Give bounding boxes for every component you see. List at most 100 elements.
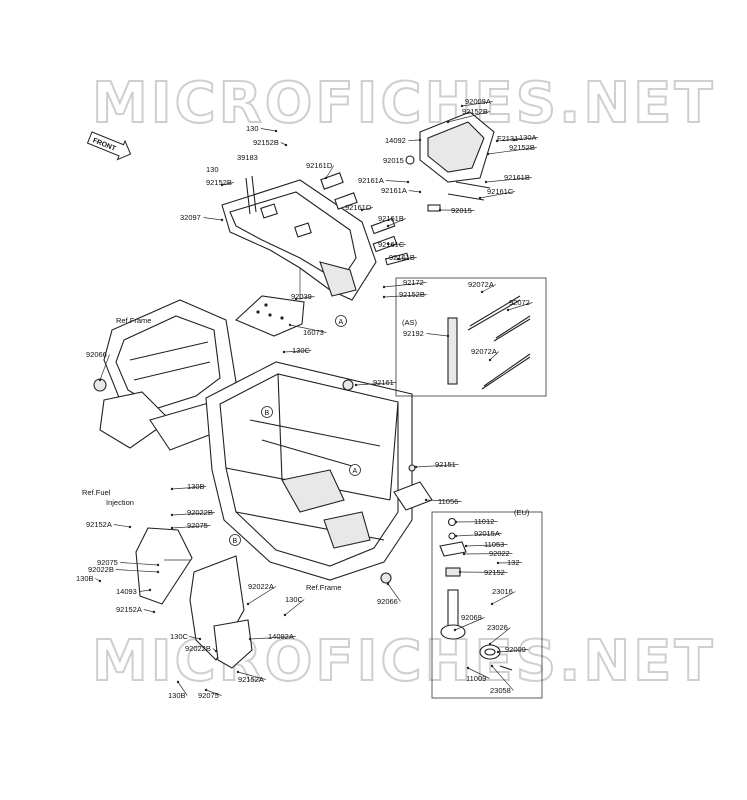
callout-16073-26: 16073: [288, 323, 327, 337]
callout-label: 92075: [97, 558, 118, 567]
callout-label: 92152A: [238, 675, 264, 684]
callout-92161d-15: 92161D: [306, 161, 335, 180]
callout-92161c-10: 92161C: [478, 187, 515, 200]
callout-92161a-8: 92161A: [381, 186, 422, 195]
callout-label: 14093: [116, 587, 137, 596]
callout-label: 92161C: [487, 187, 514, 196]
callout-label: 92072A: [471, 347, 497, 356]
rear-fender-assembly: [221, 175, 377, 301]
callout-92075-38: 92075: [170, 521, 211, 530]
callout-23058-65: 23058: [490, 664, 514, 695]
callout-label: 23026: [487, 623, 508, 632]
ref-frame-left: Ref.Frame: [116, 316, 151, 325]
callout-92172-24: 92172: [382, 278, 427, 289]
as-parts: [447, 295, 531, 390]
callout-92009a-0: 92009A: [460, 97, 493, 108]
callout-14093-43: 14093: [116, 587, 152, 596]
callout-label: 92152: [484, 568, 505, 577]
circle-ref-b-1: B: [261, 406, 273, 418]
callout-label: 92152A: [86, 520, 112, 529]
callout-92022b-37: 92022B: [170, 508, 215, 517]
callout-92069-61: 92069: [453, 613, 485, 632]
callout-label: 92015A: [474, 529, 500, 538]
callout-label: 92066: [377, 597, 398, 606]
callout-23016-60: 23016: [490, 587, 516, 606]
callout-130c-46: 130C: [283, 595, 305, 617]
callout-92152a-39: 92152A: [86, 520, 132, 529]
callout-label: 130: [246, 124, 259, 133]
callout-14092-4: 14092: [385, 136, 422, 145]
circle-ref-a-2: A: [349, 464, 361, 476]
callout-130b-36: 130B: [170, 482, 207, 491]
callout-label: 11053: [484, 540, 504, 549]
callout-92152b-5: 92152B: [486, 143, 537, 156]
callout-label: F2131: [497, 134, 518, 143]
callout-label: 92192: [403, 329, 424, 338]
callout-92152a-50: 92152A: [236, 670, 266, 684]
svg-text:A: A: [353, 468, 358, 475]
callout-label: 92022B: [187, 508, 213, 517]
callout-label: 92161: [373, 378, 394, 387]
callout-label: 92075: [198, 691, 219, 700]
callout-130c-32: 130C: [282, 346, 312, 355]
callout-label: 11056: [438, 497, 458, 506]
callout-label: 16073: [303, 328, 324, 337]
callout-14092a-48: 14092A: [248, 632, 296, 641]
callout-label: 92161B: [389, 253, 415, 262]
callout-label: 92152B: [509, 143, 535, 152]
callout-92152b-1: 92152B: [446, 107, 490, 124]
callout-92152b-25: 92152B: [382, 290, 427, 299]
callout-label: 132: [507, 558, 520, 567]
main-frame: [205, 361, 416, 584]
variant-label-eu: (EU): [514, 508, 530, 517]
callout-92161c-21: 92161C: [378, 240, 406, 249]
callout-label: 92015: [451, 206, 472, 215]
callout-92161b-20: 92161B: [378, 214, 406, 228]
callout-label: 92069: [461, 613, 482, 622]
front-subframe: [93, 299, 237, 451]
callout-label: 23058: [490, 686, 511, 695]
callout-label: 92161C: [378, 240, 405, 249]
watermark-top: MICROFICHES.NET: [92, 71, 716, 136]
circle-ref-a-1: A: [335, 315, 347, 327]
callout-92192-29: 92192: [403, 329, 450, 338]
ref-fuel-injection-2: Injection: [106, 498, 134, 507]
eu-variant-box: [431, 511, 543, 699]
callout-92022-57: 92022: [462, 549, 513, 558]
callout-92072a-27: 92072A: [468, 280, 496, 294]
callout-92066-31: 92066: [86, 350, 110, 382]
callout-92161a-7: 92161A: [358, 176, 410, 185]
callout-92075-40: 92075: [97, 558, 160, 567]
callout-92072-28: 92072: [506, 298, 533, 312]
callout-label: 92015: [383, 156, 404, 165]
callout-92161-33: 92161: [354, 378, 397, 387]
callout-label: 92152B: [399, 290, 425, 299]
callout-label: 92039: [291, 292, 312, 301]
callout-label: 11009: [466, 674, 486, 683]
callout-label: 92151: [435, 460, 456, 469]
callout-92022b-41: 92022B: [88, 565, 160, 574]
as-variant-box: [395, 277, 547, 397]
callout-92009-63: 92009: [496, 645, 529, 654]
callout-label: 32097: [180, 213, 201, 222]
callout-130-16: 130: [206, 165, 219, 174]
callout-label: 130: [206, 165, 219, 174]
callout-label: 92022: [489, 549, 510, 558]
callout-label: 39183: [237, 153, 258, 162]
ref-fuel-injection-1: Ref.Fuel: [82, 488, 111, 497]
callout-92072a-30: 92072A: [471, 347, 500, 362]
lower-guards: [135, 527, 253, 669]
callout-label: 92022A: [248, 582, 274, 591]
callout-92039-23: 92039: [291, 292, 315, 301]
callout-130a-3: 130A: [512, 133, 539, 142]
callout-label: 11012: [474, 517, 494, 526]
ref-frame-bottom: Ref.Frame: [306, 583, 341, 592]
callout-label: 92072: [509, 298, 530, 307]
callout-label: 92152B: [253, 138, 279, 147]
callout-92152-59: 92152: [458, 568, 508, 577]
rear-bracket: [405, 111, 495, 212]
eu-parts: [439, 517, 513, 671]
callout-92161b-22: 92161B: [389, 253, 417, 262]
callout-92152a-44: 92152A: [116, 605, 156, 614]
